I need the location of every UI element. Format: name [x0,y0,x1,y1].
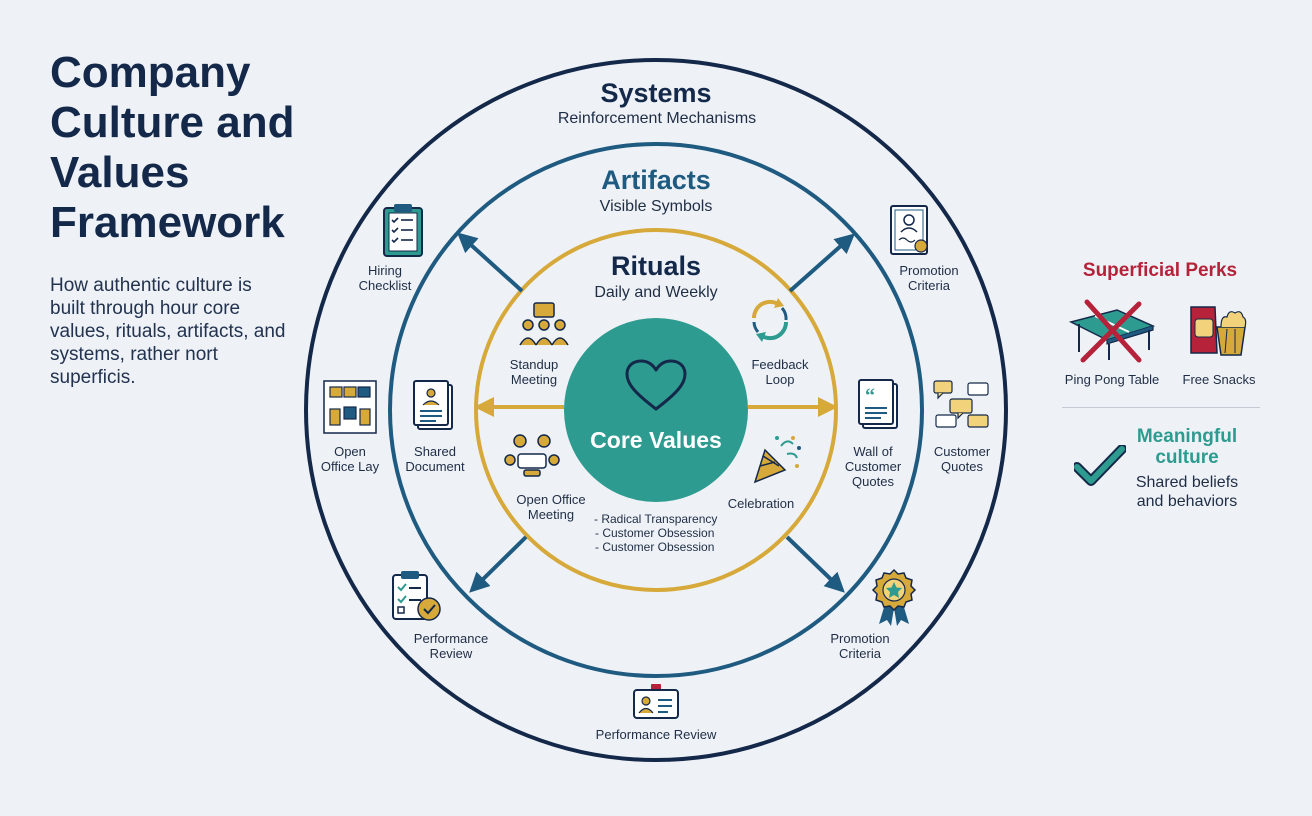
heart-icon [625,359,687,411]
ritual-celebration-label: Celebration [727,496,795,511]
ritual-open-office-meeting-label: Open Office Meeting [516,492,586,522]
artifacts-ring [388,142,924,678]
meaningful-culture-subtitle: Shared beliefs and behaviors [1135,474,1239,510]
rituals-title: Rituals [610,251,702,281]
arrow-to-promotion-criteria [785,535,845,593]
systems-ring [304,58,1008,762]
arrow-to-hiring [457,232,524,293]
arrow-to-performance-review [469,535,528,593]
award-badge-icon [871,568,917,626]
meaningful-culture-title: Meaningful culture [1136,426,1238,468]
review-clipboard-icon [392,571,441,621]
cycle-arrows-icon [751,298,789,342]
system-hiring-checklist-label: Hiring Checklist [358,263,412,293]
system-customer-quotes-label: Customer Quotes [933,444,991,474]
speech-bubbles-icon [933,380,989,428]
artifact-wall-of-quotes-label: Wall of Customer Quotes [844,444,902,489]
perk-label: Free Snacks [1182,372,1256,387]
core-value-item: - Radical Transparency [594,512,718,526]
certificate-icon [890,205,928,255]
core-values-list: - Radical Transparency - Customer Obsess… [594,512,717,554]
sidebar-divider [1062,407,1260,408]
arrow-to-promotion [788,233,855,293]
systems-subtitle: Reinforcement Mechanisms [557,110,757,127]
artifact-promotion-criteria-label: Promotion Criteria [830,631,890,661]
rituals-subtitle: Daily and Weekly [594,284,718,301]
superficial-perks-title: Superficial Perks [1082,260,1238,281]
clipboard-checklist-icon [383,204,423,257]
ritual-feedback-label: Feedback Loop [751,357,809,387]
artifacts-subtitle: Visible Symbols [599,198,713,215]
ping-pong-table-icon [1068,299,1156,363]
perk-label: Ping Pong Table [1064,372,1160,387]
svg-text:“: “ [865,385,875,407]
id-card-icon [633,684,679,719]
quote-document-icon: “ [858,379,898,429]
desk-layout-icon [323,380,377,434]
core-values-title: Core Values [590,427,722,453]
team-icon [519,302,569,346]
system-promotion-criteria-label: Promotion Criteria [899,263,959,293]
meeting-table-icon [504,434,560,477]
ritual-standup-label: Standup Meeting [509,357,559,387]
page-title: Company Culture and Values Framework [50,48,295,247]
party-popper-icon [753,436,801,484]
page-description: How authentic culture is built through h… [50,275,286,388]
artifact-performance-review-label: Performance Review [413,631,489,661]
checkmark-icon [1074,445,1126,486]
artifact-shared-document-label: Shared Document [405,444,465,474]
systems-title: Systems [600,78,712,108]
system-performance-review-label: Performance Review [595,727,717,742]
core-value-item: - Customer Obsession [595,540,715,554]
snacks-icon [1190,306,1247,356]
core-value-item: - Customer Obsession [595,526,715,540]
system-open-office-layout-label: Open Office Lay [320,444,380,474]
document-icon [413,380,453,430]
artifacts-title: Artifacts [601,165,711,195]
